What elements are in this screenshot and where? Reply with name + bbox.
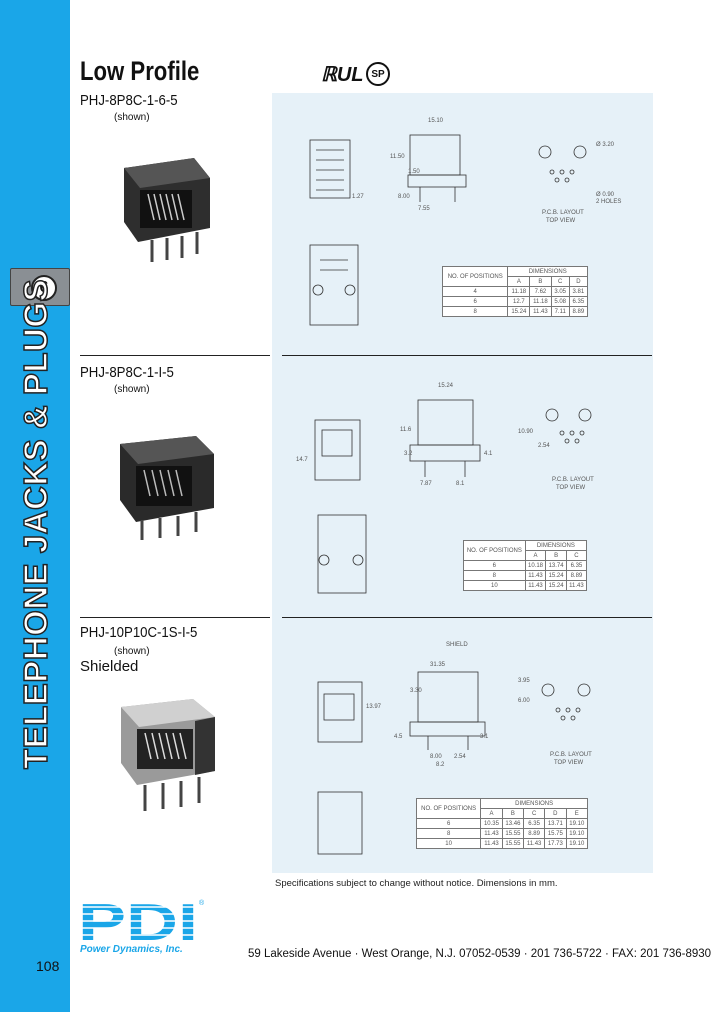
col-e: E [565, 808, 589, 819]
dim-label: 1.27 [352, 194, 364, 200]
table-head-dimensions: DIMENSIONS [480, 798, 588, 809]
dim-label: 2 HOLES [596, 199, 621, 205]
col-c: C [523, 808, 546, 819]
product-note-3: (shown) [114, 646, 150, 657]
dim-label: TOP VIEW [556, 485, 585, 491]
sidebar [0, 0, 70, 1012]
separator-left-2 [80, 617, 270, 618]
dim-label: P.C.B. LAYOUT [552, 477, 594, 483]
dimension-drawing-2: 15.24 14.7 11.6 3.2 4.1 7.87 8.1 10.90 2… [296, 383, 594, 594]
ul-certification-mark: ℝUL [321, 64, 364, 86]
table-head-dimensions: DIMENSIONS [507, 266, 588, 277]
product-note-2: (shown) [114, 384, 150, 395]
dim-label: 15.24 [438, 383, 454, 389]
dim-label: 2.54 [454, 754, 466, 760]
dim-label: 2.54 [538, 443, 550, 449]
col-b: B [545, 550, 567, 561]
separator-left-1 [80, 355, 270, 356]
dim-label: 11.6 [400, 427, 412, 433]
col-a: A [480, 808, 503, 819]
col-d: D [544, 808, 567, 819]
dim-label: 7.87 [420, 481, 432, 487]
product-extra-3: Shielded [80, 658, 139, 675]
logo-registered: ® [199, 899, 205, 907]
section-title-wrapper: TELEPHONE JACKS & PLUGS [14, 278, 58, 770]
section-tab: 6 [10, 268, 70, 306]
dimension-drawing-3: SHIELD 31.35 3.30 13.97 4.5 8.00 2.54 3.… [317, 642, 592, 855]
jack-photo-2 [120, 436, 214, 540]
dim-label: Ø 0.90 [596, 192, 615, 198]
col-c: C [565, 550, 588, 561]
col-c: C [550, 276, 570, 287]
product-model-2: PHJ-8P8C-1-I-5 [80, 364, 174, 381]
dim-label: 3.95 [518, 678, 530, 684]
separator-right-2 [282, 617, 652, 618]
col-a: A [524, 550, 547, 561]
dim-label: 10.90 [518, 429, 534, 435]
dim-label: 7.55 [418, 206, 430, 212]
section-number: 6 [31, 275, 57, 301]
dim-label: 8.00 [398, 194, 410, 200]
dim-label: 15.10 [428, 118, 444, 124]
dim-label: P.C.B. LAYOUT [550, 752, 592, 758]
dim-label: 3.1 [480, 734, 489, 740]
col-a: A [507, 276, 531, 287]
dim-label: SHIELD [446, 642, 468, 648]
dim-label: 1.50 [408, 169, 420, 175]
col-b: B [529, 276, 552, 287]
csa-certification-mark: SP [366, 62, 390, 86]
dim-label: 3.2 [404, 451, 413, 457]
dim-label: 14.7 [296, 457, 308, 463]
company-name: Power Dynamics, Inc. [80, 944, 183, 955]
logo-text: PDI [78, 897, 198, 943]
table-head-positions: NO. OF POSITIONS [415, 798, 482, 819]
dim-label: 4.5 [394, 734, 403, 740]
dim-label: Ø 3.20 [596, 142, 615, 148]
dim-label: 8.2 [436, 762, 445, 768]
product-model-1: PHJ-8P8C-1-6-5 [80, 92, 178, 109]
section-title: TELEPHONE JACKS & PLUGS [16, 278, 55, 770]
dim-label: 13.97 [366, 704, 382, 710]
col-b: B [501, 808, 525, 819]
dimension-drawing-1: 15.10 11.50 1.50 8.00 7.55 1.27 Ø 3.20 Ø… [309, 118, 621, 326]
dim-label: 8.1 [456, 481, 465, 487]
pdi-logo: PDI ® [78, 897, 205, 943]
separator-right-1 [282, 355, 652, 356]
page-title: Low Profile [80, 56, 200, 86]
dim-label: P.C.B. LAYOUT [542, 210, 584, 216]
dim-label: 3.30 [410, 688, 422, 694]
dim-label: TOP VIEW [546, 218, 575, 224]
col-d: D [568, 276, 589, 287]
company-address: 59 Lakeside Avenue · West Orange, N.J. 0… [248, 948, 712, 960]
drawings-panel [272, 93, 653, 873]
dim-label: 11.50 [390, 154, 405, 160]
table-head-positions: NO. OF POSITIONS [441, 266, 509, 287]
dim-label: 8.00 [430, 754, 442, 760]
table-head-dimensions: DIMENSIONS [524, 540, 588, 551]
dim-label: TOP VIEW [554, 760, 583, 766]
spec-note: Specifications subject to change without… [275, 878, 558, 889]
page-number: 108 [36, 958, 60, 974]
dim-label: 4.1 [484, 451, 493, 457]
dim-label: 6.00 [518, 698, 530, 704]
product-model-3: PHJ-10P10C-1S-I-5 [80, 624, 198, 641]
product-note-1: (shown) [114, 112, 150, 123]
jack-photo-3 [121, 699, 215, 811]
jack-photo-1 [124, 158, 210, 262]
dim-label: 31.35 [430, 662, 446, 668]
table-head-positions: NO. OF POSITIONS [463, 540, 526, 561]
